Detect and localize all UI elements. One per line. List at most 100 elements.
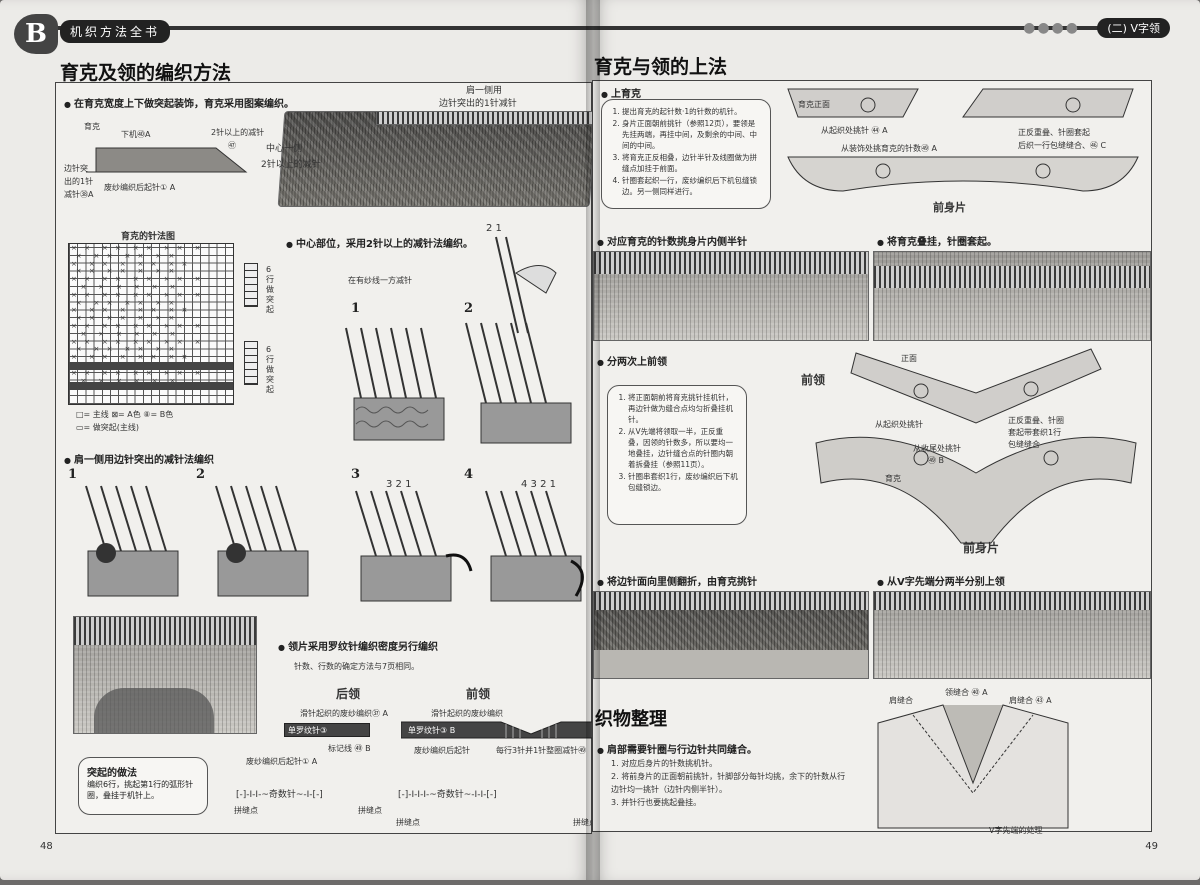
hands-photo [94, 688, 214, 733]
chart-band-bottom [69, 382, 233, 390]
label-front: 正面 [901, 354, 917, 363]
step-number: 2 [464, 301, 474, 316]
front-neck-label: 前领 [466, 687, 491, 701]
label-yoke: 育克 [885, 474, 901, 483]
step-item: 针圈套起织一行，废纱编织后下机包缝锁边。另一侧同样进行。 [622, 175, 762, 197]
label-v-tip: V字先端的处理 [989, 826, 1043, 835]
section-heading: 将边针面向里侧翻折，由育克挑针 [597, 573, 757, 588]
sec2-note: 在有纱线一方减针 [348, 276, 412, 285]
section-heading: 肩一侧用边针突出的减针法编织 [64, 451, 214, 466]
machine-needles-photo [74, 617, 256, 645]
photo-caption-line2: 边针突出的1针减针 [439, 96, 517, 109]
v-tip-photo [873, 591, 1151, 679]
label-n47: ㊼ [228, 141, 236, 150]
label-waste: 废纱编织后起针① A [104, 183, 176, 192]
chart-side-label1: 6行做突起 [266, 265, 274, 314]
label-n-b: ㊾ B [928, 456, 945, 465]
left-page-title: 育克及领的编织方法 [60, 62, 232, 84]
photo-caption-line1: 肩一侧用 [466, 83, 503, 96]
front-neck-strip [401, 721, 592, 739]
finish-title: 织物整理 [595, 709, 667, 730]
machine-needles-photo [874, 266, 1150, 288]
tip-title: 突起的做法 [87, 768, 137, 779]
seam-point-label: 拼缝点 [234, 806, 258, 815]
finish-step: 并针行也要挑起叠挂。 [621, 798, 702, 807]
sec4-sub: 针数、行数的确定方法与7页相同。 [294, 662, 420, 671]
header-dots: ●●●● [1023, 20, 1080, 36]
back-neck-rib: 单罗纹针③ [288, 726, 328, 735]
label-overlap: 正反重叠、针圈 [1008, 416, 1064, 425]
front-body-label: 前身片 [933, 201, 966, 214]
section-badge: B [14, 14, 58, 54]
label-from-start: 从起织处挑针 ㊹ A [821, 126, 888, 135]
stitch-chart-marks: × × × × × × × × × × × × × × × × × × × × … [71, 244, 203, 392]
back-neck-start: 废纱编织后起针① A [246, 757, 318, 766]
machine-needles-photo [376, 111, 592, 125]
steps-list-1: 提出育克的起针数·1的针数的机针。 身片正面朝前挑针（参照12页），要领是先挂两… [610, 106, 762, 197]
label-edge: 边针突 [64, 164, 88, 173]
yoke-knit-photo [277, 111, 592, 207]
hang-yoke-photo [873, 251, 1151, 341]
yoke-shape-diagram [86, 147, 248, 173]
label-out1: 出的1针 [64, 177, 94, 186]
label-from-start: 从起织处挑针 [875, 420, 923, 429]
chart-title: 育克的针法图 [121, 232, 176, 242]
front-neck-reduce: 每行3针并1针整圈减针㊾ [496, 746, 587, 755]
chart-legend1: □= 主线 ⊠= A色 ⑧= B色 [76, 410, 174, 419]
needle-numbers: 3 2 1 [386, 479, 412, 490]
label-yoke-front: 育克正面 [798, 100, 830, 109]
right-page-title: 育克与领的上法 [594, 56, 728, 78]
tip-callout: 突起的做法 编织6行，挑起第1行的弧形针圈，叠挂于机针上。 [78, 757, 208, 815]
section-heading: 从V字先端分两半分别上领 [877, 573, 1005, 588]
step-item: 提出育克的起针数·1的针数的机针。 [622, 106, 762, 117]
finish-steps: 1. 对应后身片的针数挑机针。 2. 将前身片的正面朝前挑针，针脚部分每针均挑，… [611, 759, 846, 807]
section-heading: 中心部位，采用2针以上的减针法编织。 [286, 235, 473, 250]
shoulder-seam-diagram [877, 704, 1069, 829]
back-neck-label: 后领 [336, 687, 361, 701]
label-shoulder2: 肩缝合 ㊸ A [1009, 696, 1052, 705]
decrease-diagram-1 [345, 327, 445, 441]
label-shoulder1: 肩缝合 [889, 696, 913, 705]
section-heading: 分两次上前领 [597, 353, 667, 368]
label-neck-seam: 领缝合 ㊵ A [945, 688, 988, 697]
chapter-tag: (二) V字领 [1097, 18, 1170, 38]
label-overlap3: 包缝缝合 [1008, 440, 1040, 449]
book-spine [586, 0, 600, 880]
label-over2: 2针以上的减针 [211, 128, 265, 137]
needle-numbers: 4 3 2 1 [521, 479, 556, 490]
seam-formula-front: [-]-I-I-I-~奇数针~-I-I-[-] [398, 790, 497, 800]
stitch-chart-grid: × × × × × × × × × × × × × × × × × × × × … [68, 243, 234, 405]
page-number: 49 [1145, 841, 1158, 852]
section-heading: 在育克宽度上下做突起装饰，育克采用图案编织。 [64, 95, 294, 110]
right-content-frame: 上育克 提出育克的起针数·1的针数的机针。 身片正面朝前挑针（参照12页），要领… [592, 80, 1152, 835]
back-neck-mark: 标记线 ㊾ B [328, 744, 371, 753]
front-neck-rib: 单罗纹针③ B [408, 726, 456, 735]
steps-list-2: 将正面朝前将育克挑针挂机针，再边针做为缝合点均匀折叠挂机针。 从V先端将领取一半… [616, 392, 738, 493]
series-title: 机织方法全书 [60, 20, 171, 43]
steps-callout-2: 将正面朝前将育克挑针挂机针，再边针做为缝合点均匀折叠挂机针。 从V先端将领取一半… [607, 385, 747, 525]
step-number: 4 [464, 467, 474, 482]
step-item: 针圈串套织1行，废纱编织后下机包缝锁边。 [628, 471, 738, 493]
needle-numbers: 2 1 [486, 223, 502, 234]
photo-caption-center1: 中心一侧 [266, 144, 303, 154]
label-yoke: 育克 [84, 122, 100, 131]
machine-needles-photo [874, 592, 1150, 610]
fold-edge-photo [593, 591, 869, 679]
tip-body: 编织6行，挑起第1行的弧形针圈，叠挂于机针上。 [87, 780, 194, 800]
back-neck-strip [284, 723, 370, 737]
header-rule [40, 26, 592, 30]
label-reduce: 减针㊳A [64, 190, 94, 199]
page-number: 48 [40, 841, 53, 852]
label-overlap: 正反重叠、针圈套起 [1018, 128, 1090, 137]
step-number: 1 [68, 467, 78, 482]
finish-step: 将前身片的正面朝前挑针，针脚部分每针均挑，余下的针数从行边针均一挑针（边针内侧半… [611, 772, 846, 794]
right-page: ●●●● (二) V字领 育克与领的上法 上育克 提出育克的起针数·1的针数的机… [592, 0, 1200, 880]
section-heading: 上育克 [601, 85, 641, 100]
section-heading: 对应育克的针数挑身片内侧半针 [597, 233, 747, 248]
label-down-needle: 下机㊵A [121, 130, 151, 139]
chart-legend2: ▭= 做突起(主线) [76, 423, 140, 432]
seam-formula-back: [-]-I-I-~奇数针~-I-[-] [236, 790, 323, 800]
left-page: B 机织方法全书 育克及领的编织方法 在育克宽度上下做突起装饰，育克采用图案编织… [0, 0, 592, 880]
seam-point-label: 拼缝点 [573, 818, 592, 827]
